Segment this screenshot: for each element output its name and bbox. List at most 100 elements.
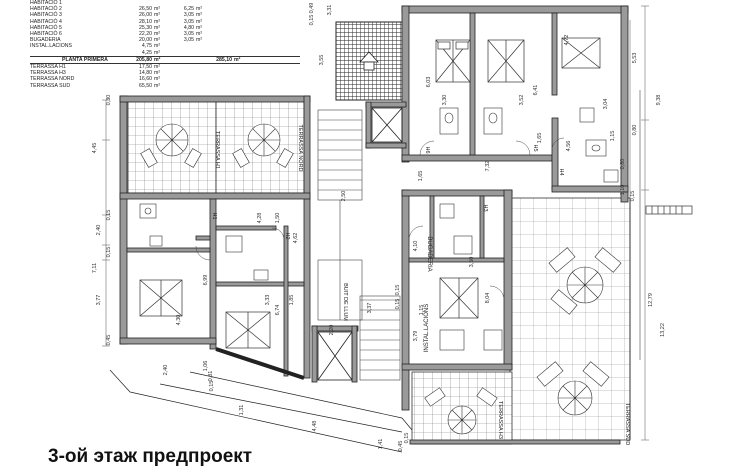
dimension-label: 0,80 [620,159,626,170]
dimension-label: 2,40 [163,365,169,376]
balcony-rail [645,205,693,215]
area-table-cell: 20,00 [139,37,152,44]
area-table-cell: 28,10 [139,18,152,25]
area-table-cell: m² [154,64,161,71]
dimension-label: 0,15 [309,15,315,26]
area-table-cell: 16,60 [139,76,152,83]
dimension-label: 0,15 [395,299,401,310]
area-table-total-label: PLANTA PRIMERA [62,56,108,63]
area-table-cell: m² [154,82,161,89]
dimension-label: 7,11 [92,263,98,273]
dimension-lines [102,5,649,441]
terrace-areas [127,21,631,445]
label-instal: INSTAL.LACIONS [424,304,430,353]
dimension-label: 1,50 [275,213,281,224]
area-table-total-row: PLANTA PRIMERA 205,80 m² 285,10 m² [30,55,300,65]
label-terrassa-nord: TERRASSA NORD [297,124,303,171]
area-table-cell: HABITACIÓ 2 [30,6,62,13]
label-h2: H2 [284,232,290,239]
area-table-cell: 3,05 [183,12,194,19]
area-table-cell: 4,25 [141,49,152,56]
label-h6: H6 [424,146,430,153]
area-table-cell: m² [154,12,161,19]
dimension-label: 6,74 [275,305,281,316]
area-table-cell: 17,50 [139,64,152,71]
dimension-label: 0,49 [309,3,315,14]
area-table-cell: 22,20 [139,31,152,38]
dimension-label: 1,10 [620,185,626,196]
dimension-label: 0,15 [404,433,410,444]
stair-core [317,109,401,381]
area-table-cell: 26,00 [139,12,152,19]
dimension-label: 13,22 [660,323,666,337]
area-table-cell: TERRASSA NORD [30,76,75,83]
area-table-cell: m² [154,24,161,31]
dimension-label: 0,81 [208,371,214,382]
label-h1: H1 [211,212,217,219]
dimension-label: 3,79 [413,331,419,342]
dimension-label: 3,37 [367,303,373,314]
label-terrassa-sud: TERRASSA SUD [624,403,630,446]
dimension-label: 1,85 [289,295,295,306]
dimension-label: 4,72 [564,35,570,46]
dimension-label: 3,04 [603,99,609,110]
dimension-label: 5,53 [632,53,638,64]
area-table-cell: 26,50 [139,6,152,13]
area-table-extra-row: 4,25 m² [30,50,300,56]
area-table-cell: 4,80 [183,24,194,31]
dimension-label: 1,15 [419,305,425,316]
dimension-label: 4,48 [312,421,318,432]
area-table-cell [194,43,210,49]
label-h5: H5 [532,144,538,151]
area-table-cell: HABITACIÓ 3 [30,12,62,19]
area-table-cell: m² [154,31,161,38]
dimension-label: 0,15 [630,191,636,202]
label-buit-de-llum: BUIT DE LLUM [342,283,348,321]
area-table-cell: 65,50 [139,82,152,89]
door-swings [195,137,565,301]
dimension-label: 6,99 [203,275,209,286]
area-table-cell: HABITACIÓ 5 [30,24,62,31]
dimension-label: 0,15 [395,285,401,296]
area-table-cell: m² [154,6,161,13]
area-table-cell: m² [196,24,203,31]
area-table-cell: m² [196,6,203,13]
dimension-label: 4,30 [176,315,182,326]
area-table-total-unit: m² [154,56,161,63]
dimension-label: 6,03 [426,77,432,88]
walls [119,5,629,445]
area-table-row: HABITACIÓ 1 [30,0,300,6]
area-table-cell: 25,30 [139,24,152,31]
dimension-label: 4,10 [413,241,419,252]
area-table-cell: m² [196,31,203,38]
area-table-cell: 6,25 [183,6,194,13]
area-table-cell: INSTAL.LACIONS [30,43,72,50]
shafts [317,107,403,381]
dimension-label: 6,41 [533,85,539,96]
dimension-label: 8,04 [485,293,491,304]
area-table-cell: m² [154,49,161,56]
facade-lines [109,90,641,453]
area-table-cell: 4,75 [141,43,152,50]
area-table-total-area: 205,80 [136,56,152,63]
dimension-label: 0,45 [398,441,404,452]
dimension-label: 4,28 [257,213,263,224]
dimension-label: 0,15 [106,210,112,221]
dimension-label: 0,80 [632,125,638,136]
bathroom-fixtures [139,107,619,351]
dimension-label: 1,15 [610,131,616,142]
dimension-label: 0,45 [106,335,112,346]
dimension-label: 1,65 [537,133,543,144]
area-table-cell: m² [154,70,161,77]
beds [139,37,601,349]
